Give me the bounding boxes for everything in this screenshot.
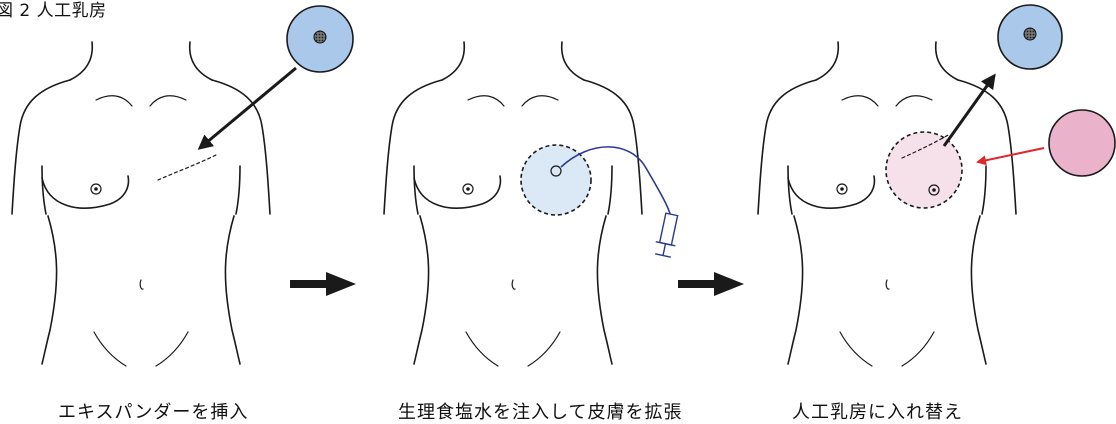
- tissue-expander: [287, 6, 353, 72]
- breast-outline-left: [42, 176, 128, 208]
- nipple-step-2: [463, 184, 473, 194]
- step-arrow-2: [678, 272, 744, 296]
- syringe-icon: [653, 212, 681, 257]
- inflated-expander: [521, 145, 591, 215]
- step-caption-3: 人工乳房に入れ替え: [792, 398, 963, 424]
- implant-in-place: [886, 132, 962, 208]
- torso-step-2: [384, 42, 642, 366]
- breast-outline-left-3: [788, 176, 874, 208]
- torso-step-1: [12, 42, 270, 366]
- removal-arrow: [944, 76, 994, 146]
- removed-expander: [998, 5, 1062, 69]
- step-caption-1: エキスパンダーを挿入: [58, 398, 248, 424]
- breast-implant: [1049, 110, 1115, 176]
- nipple-step-3: [837, 184, 847, 194]
- breast-outline-left-2: [414, 176, 500, 208]
- nipple-step-1: [91, 184, 101, 194]
- torso-step-3: [758, 42, 1016, 366]
- incision-line: [158, 154, 218, 180]
- step-arrow-1: [290, 272, 356, 296]
- step-caption-2: 生理食塩水を注入して皮膚を拡張: [398, 398, 682, 424]
